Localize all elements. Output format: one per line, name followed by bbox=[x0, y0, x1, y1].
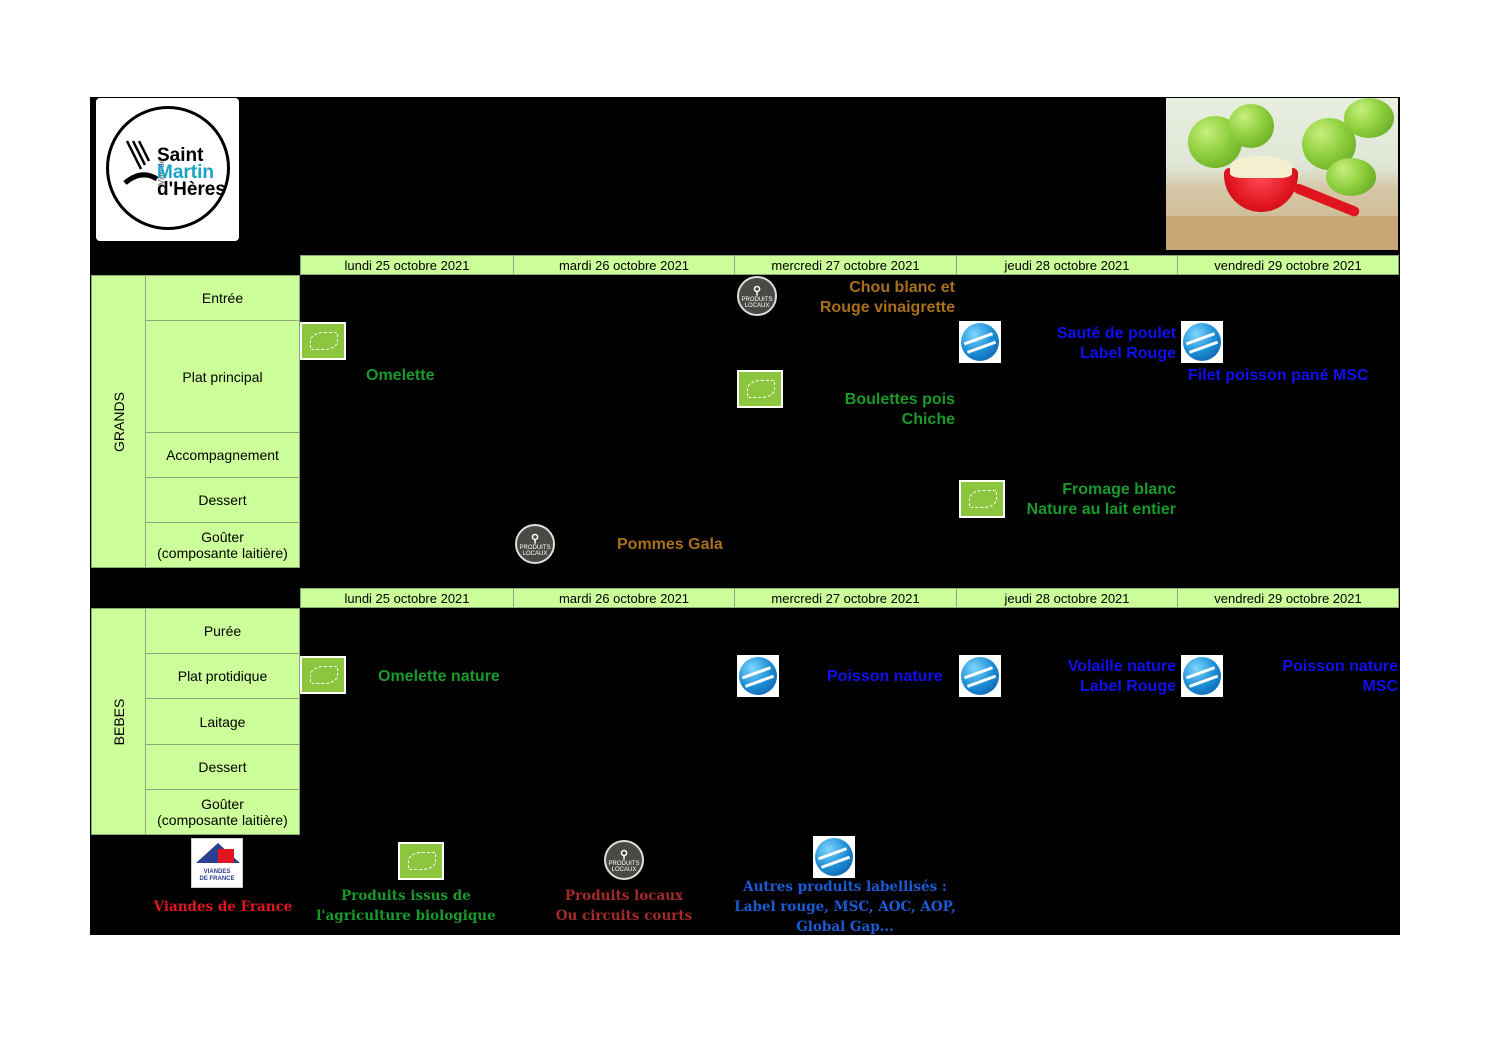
dish-bebe-plat-mercredi: Poisson nature bbox=[827, 668, 943, 685]
row-label: Plat principal bbox=[145, 320, 300, 433]
puree bbox=[1230, 156, 1292, 178]
logo-mark-icon bbox=[123, 140, 159, 185]
dish-plat-lundi: Omelette bbox=[366, 367, 435, 384]
legend-viandes-de-france: Viandes de France bbox=[153, 899, 293, 915]
day-header: mardi 26 octobre 2021 bbox=[513, 255, 735, 275]
row-label: Entrée bbox=[145, 275, 300, 321]
legend-autres-labels: Autres produits labellisés : Label rouge… bbox=[734, 879, 956, 935]
label-globe-icon bbox=[959, 655, 1001, 697]
local-logo-text: PRODUITS LOCAUX bbox=[608, 861, 640, 873]
vdf-logo-text: VIANDES DE FRANCE bbox=[199, 869, 235, 882]
label-globe-icon bbox=[737, 655, 779, 697]
legend-bio: Produits issus de l'agriculture biologiq… bbox=[316, 888, 496, 924]
logo-line-3: d'Hères bbox=[157, 179, 226, 200]
day-header: lundi 25 octobre 2021 bbox=[300, 588, 514, 608]
row-label: Plat protidique bbox=[145, 653, 300, 699]
dish-bebe-plat-jeudi: Volaille nature Label Rouge bbox=[1067, 658, 1176, 695]
cutting-board bbox=[1166, 216, 1398, 250]
produits-locaux-icon: ⚲PRODUITS LOCAUX bbox=[604, 840, 644, 880]
dish-entree-mercredi: Chou blanc et Rouge vinaigrette bbox=[819, 279, 955, 316]
day-header: mercredi 27 octobre 2021 bbox=[734, 588, 957, 608]
label-globe-icon bbox=[1181, 655, 1223, 697]
apple bbox=[1228, 104, 1274, 148]
logo-circle: Ville de Saint Martin d'Hères bbox=[106, 106, 230, 230]
day-header: vendredi 29 octobre 2021 bbox=[1177, 255, 1399, 275]
day-header: jeudi 28 octobre 2021 bbox=[956, 588, 1178, 608]
day-header: vendredi 29 octobre 2021 bbox=[1177, 588, 1399, 608]
vdf-flag bbox=[218, 849, 234, 863]
group-label-text: BEBES bbox=[110, 698, 127, 745]
label-globe-icon bbox=[813, 836, 855, 878]
day-header: mardi 26 octobre 2021 bbox=[513, 588, 735, 608]
dish-plat-mercredi: Boulettes pois Chiche bbox=[844, 391, 955, 428]
logo-line-2: Martin bbox=[157, 162, 214, 183]
bio-label-icon bbox=[300, 656, 346, 694]
row-label: Goûter (composante laitière) bbox=[145, 522, 300, 568]
dish-gouter-mardi: Pommes Gala bbox=[617, 536, 723, 553]
group-label-text: GRANDS bbox=[110, 391, 127, 452]
logo-line-1: Saint bbox=[157, 145, 204, 166]
bio-label-icon bbox=[300, 322, 346, 360]
row-label: Dessert bbox=[145, 477, 300, 523]
label-globe-icon bbox=[959, 321, 1001, 363]
day-header: lundi 25 octobre 2021 bbox=[300, 255, 514, 275]
group-label-bebes: BEBES bbox=[91, 608, 146, 835]
city-logo: Ville de Saint Martin d'Hères bbox=[96, 98, 239, 241]
row-label: Laitage bbox=[145, 698, 300, 745]
legend-produits-locaux: Produits locaux Ou circuits courts bbox=[555, 888, 693, 924]
dish-plat-vendredi: Filet poisson pané MSC bbox=[1188, 367, 1369, 384]
apple-puree-photo bbox=[1166, 98, 1398, 250]
row-label: Accompagnement bbox=[145, 432, 300, 478]
dish-plat-jeudi: Sauté de poulet Label Rouge bbox=[1056, 325, 1176, 362]
bio-label-icon bbox=[398, 842, 444, 880]
dish-bebe-plat-lundi: Omelette nature bbox=[378, 668, 500, 685]
label-globe-icon bbox=[1181, 321, 1223, 363]
day-header: mercredi 27 octobre 2021 bbox=[734, 255, 957, 275]
apple-slice bbox=[1326, 158, 1376, 196]
group-label-grands: GRANDS bbox=[91, 275, 146, 568]
dish-dessert-jeudi: Fromage blanc Nature au lait entier bbox=[1026, 481, 1176, 518]
viandes-de-france-icon: VIANDES DE FRANCE bbox=[191, 838, 243, 888]
apple bbox=[1344, 98, 1394, 138]
bio-label-icon bbox=[737, 370, 783, 408]
row-label: Purée bbox=[145, 608, 300, 654]
row-label: Dessert bbox=[145, 744, 300, 790]
day-header: jeudi 28 octobre 2021 bbox=[956, 255, 1178, 275]
logo-name: Saint Martin d'Hères bbox=[157, 145, 226, 200]
row-label: Goûter (composante laitière) bbox=[145, 789, 300, 835]
bio-label-icon bbox=[959, 480, 1005, 518]
dish-bebe-plat-vendredi: Poisson nature MSC bbox=[1282, 658, 1398, 695]
